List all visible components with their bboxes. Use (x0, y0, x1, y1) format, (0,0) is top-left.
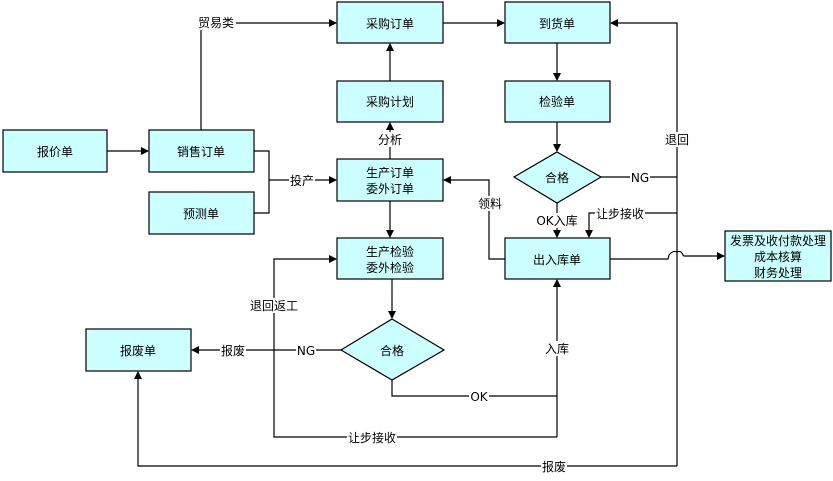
node-purchase-plan-label: 采购计划 (366, 94, 414, 109)
node-scrap-order[interactable]: 报废单 (85, 328, 192, 372)
label-ok-instock: OK入库 (536, 213, 577, 228)
node-qualified-bottom[interactable]: 合格 (339, 318, 446, 381)
edge-sales-to-purchase-trade (200, 19, 337, 130)
node-qualified-top[interactable]: 合格 (512, 151, 603, 204)
node-production-order-line2: 委外订单 (366, 182, 414, 196)
node-qualified-bottom-label: 合格 (380, 343, 404, 358)
label-ok-bottom: OK (470, 390, 488, 404)
node-stock-io[interactable]: 出入库单 (504, 237, 611, 280)
node-finance-line3: 财务处理 (754, 265, 802, 280)
node-quote-label: 报价单 (37, 144, 73, 159)
node-purchase-order[interactable]: 采购订单 (336, 1, 444, 44)
label-instock: 入库 (545, 341, 569, 356)
label-trade: 贸易类 (198, 16, 234, 30)
node-qualified-top-label: 合格 (545, 170, 569, 185)
label-scrap-bottom: 报废 (542, 459, 566, 474)
edge-stock-to-finance (610, 250, 725, 260)
node-production-order-line1: 生产订单 (366, 166, 414, 180)
node-quote[interactable]: 报价单 (2, 129, 108, 173)
node-inspection-label: 检验单 (539, 94, 575, 109)
node-sales-order-label: 销售订单 (177, 144, 225, 159)
node-production-order[interactable]: 生产订单 委外订单 (336, 158, 444, 202)
node-production-inspection-line2: 委外检验 (366, 260, 414, 275)
node-stock-io-label: 出入库单 (533, 252, 581, 267)
label-scrap-left: 报废 (221, 343, 245, 358)
label-analysis: 分析 (378, 133, 402, 147)
node-sales-order[interactable]: 销售订单 (148, 129, 255, 173)
label-to-production: 投产 (290, 173, 314, 188)
node-forecast[interactable]: 预测单 (148, 191, 255, 235)
node-arrival[interactable]: 到货单 (504, 1, 611, 44)
edge-material-pick (443, 176, 505, 260)
edge-sales-forecast-merge (254, 150, 270, 214)
edge-concession-top (585, 212, 677, 238)
node-inspection[interactable]: 检验单 (504, 80, 611, 123)
label-concession-bottom: 让步接收 (348, 430, 396, 445)
node-finance[interactable]: 发票及收付款处理 成本核算 财务处理 (724, 230, 832, 282)
label-concession-top: 让步接收 (596, 206, 644, 221)
node-scrap-order-label: 报废单 (120, 343, 156, 358)
node-purchase-order-label: 采购订单 (366, 16, 414, 31)
label-rework: 退回返工 (250, 299, 298, 313)
node-finance-line1: 发票及收付款处理 (730, 233, 826, 248)
edge-labels: 贸易类 投产 分析 退回 NG OK入库 让步接收 领料 退回返工 报废 NG … (196, 15, 690, 474)
edge-scrap-bottom (134, 371, 677, 467)
node-purchase-plan[interactable]: 采购计划 (336, 80, 444, 123)
node-finance-line2: 成本核算 (754, 249, 802, 264)
node-forecast-label: 预测单 (183, 207, 219, 221)
label-material-pick: 领料 (478, 197, 502, 211)
edge-return-to-arrival (610, 19, 678, 466)
node-arrival-label: 到货单 (539, 16, 575, 31)
edge-rework (273, 255, 557, 438)
node-production-inspection-line1: 生产检验 (366, 244, 414, 259)
label-return: 退回 (665, 133, 689, 147)
node-production-inspection[interactable]: 生产检验 委外检验 (336, 237, 444, 280)
label-ng-top: NG (631, 171, 649, 185)
edge-ok-bottom (391, 380, 557, 397)
label-ng-bottom: NG (297, 344, 315, 358)
